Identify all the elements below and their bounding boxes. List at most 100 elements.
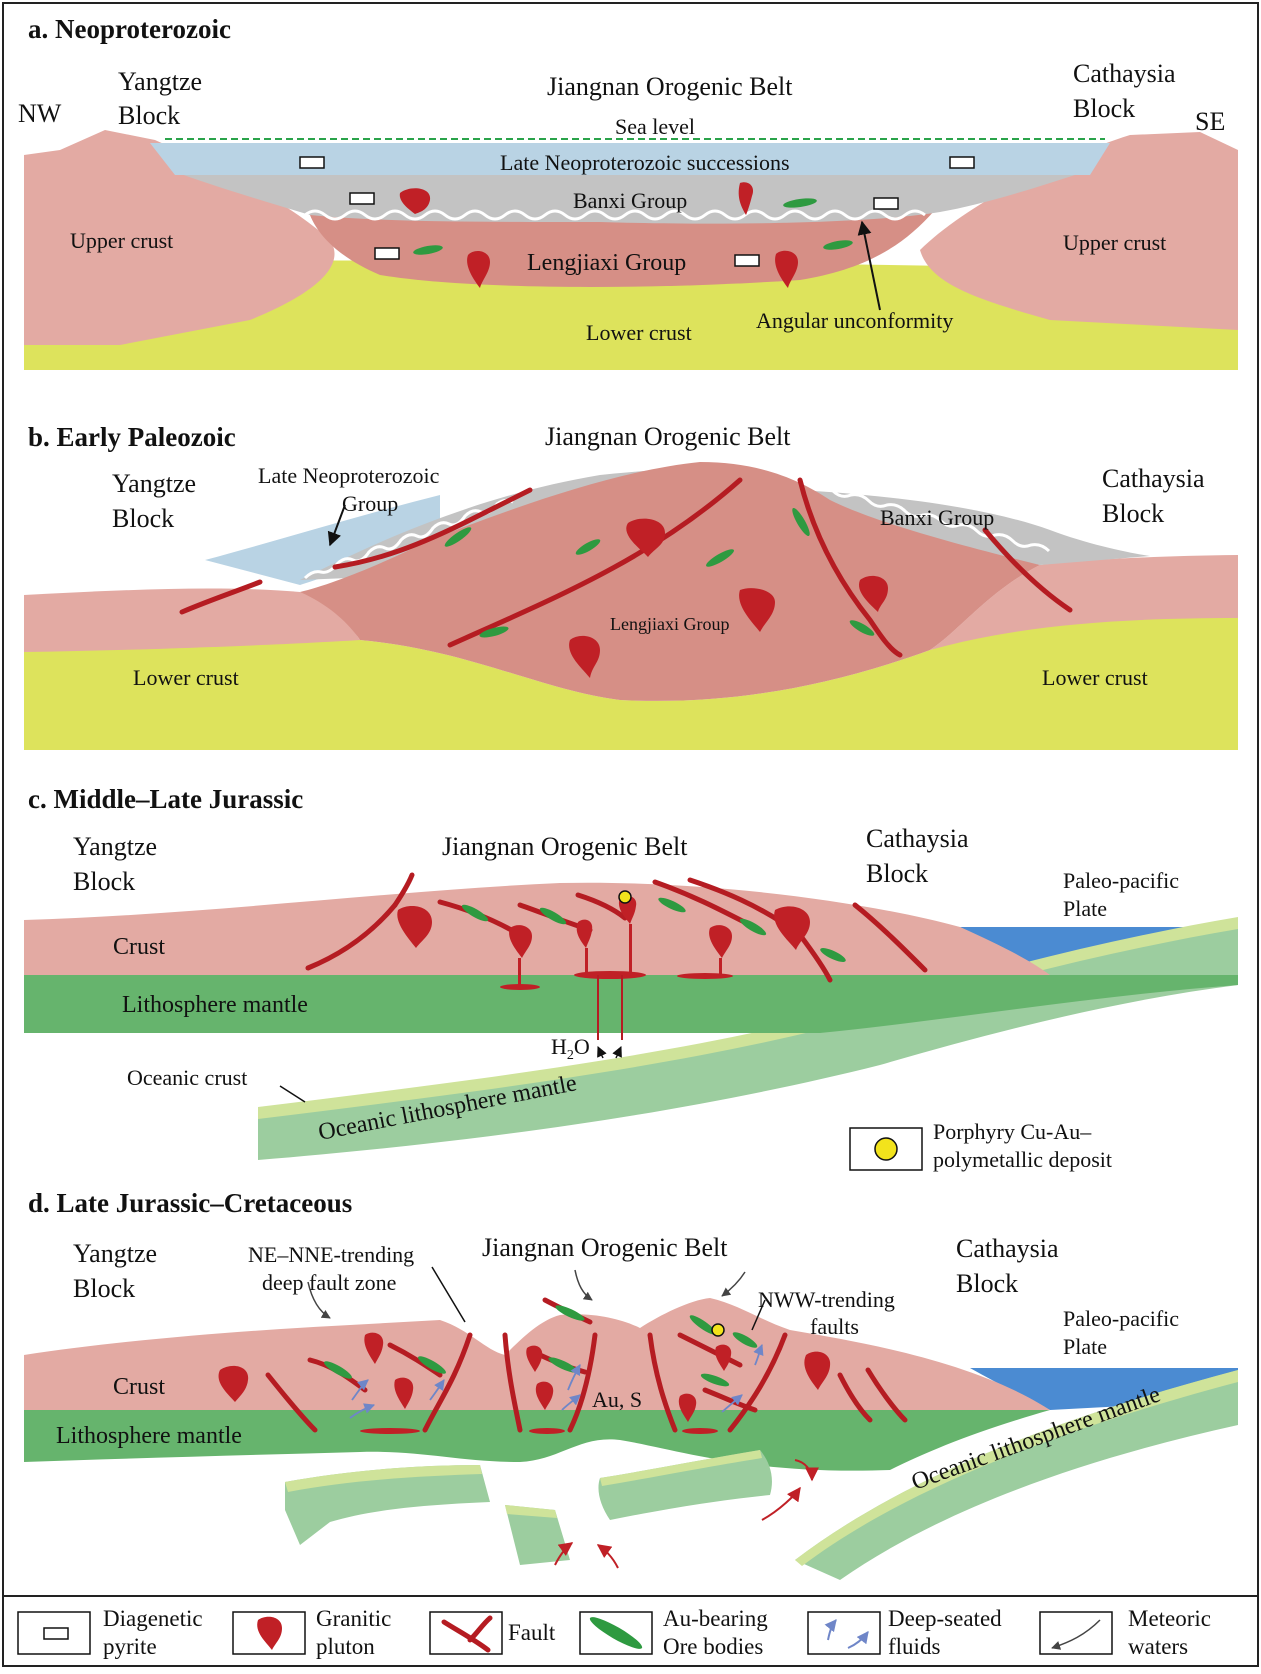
upwelling-arrow — [598, 1545, 618, 1568]
oceanic-crust-leader — [280, 1086, 305, 1102]
yangtze-label-1: Yangtze — [73, 832, 157, 861]
meteoric-arrow — [722, 1272, 745, 1296]
legend-label-5a: Deep-seated — [888, 1606, 1002, 1631]
pluton-stem — [585, 948, 588, 975]
banxi-label: Banxi Group — [573, 188, 687, 213]
h2o-arrow — [616, 1047, 621, 1058]
legend-label-6b: waters — [1128, 1634, 1188, 1659]
legend-label-6a: Meteoric — [1128, 1606, 1211, 1631]
belt-label: Jiangnan Orogenic Belt — [545, 422, 791, 451]
pluton-stem — [629, 924, 632, 974]
magma-pool — [574, 971, 646, 979]
panel-b-title: b. Early Paleozoic — [28, 422, 236, 452]
legend-label-4b: Ore bodies — [663, 1634, 763, 1659]
legend-label-2b: pluton — [316, 1634, 375, 1659]
legend-label-3a: Fault — [508, 1620, 556, 1645]
se-label: SE — [1195, 107, 1225, 136]
late-neo-label-2: Group — [342, 491, 398, 516]
yangtze-label-2: Block — [73, 867, 135, 896]
yangtze-label-1: Yangtze — [112, 469, 196, 498]
oceanic-crust-label: Oceanic crust — [127, 1065, 247, 1090]
cathaysia-label-2: Block — [1102, 499, 1164, 528]
fault-zone-leader — [432, 1267, 465, 1322]
cathaysia-label-1: Cathaysia — [1102, 464, 1205, 493]
legend-label-4a: Au-bearing — [663, 1606, 768, 1631]
magma-pool — [529, 1428, 565, 1434]
plate-label-2: Plate — [1063, 896, 1107, 921]
pluton-stem — [518, 958, 521, 985]
legend-label-2a: Granitic — [316, 1606, 391, 1631]
belt-label: Jiangnan Orogenic Belt — [482, 1233, 728, 1262]
lith-mantle-label: Lithosphere mantle — [122, 992, 308, 1018]
unconformity-label: Angular unconformity — [756, 308, 953, 333]
sea-level-label: Sea level — [615, 114, 695, 139]
plate-label-2: Plate — [1063, 1334, 1107, 1359]
legend-label-5b: fluids — [888, 1634, 940, 1659]
pyrite-icon — [375, 248, 399, 259]
panel-c: c. Middle–Late Jurassic — [24, 784, 1238, 1172]
cathaysia-label-1: Cathaysia — [1073, 59, 1176, 88]
belt-label: Jiangnan Orogenic Belt — [442, 832, 688, 861]
cathaysia-label-1: Cathaysia — [866, 824, 969, 853]
fault-zone-label-1: NE–NNE-trending — [248, 1242, 414, 1267]
pyrite-icon — [350, 193, 374, 204]
legend-swatch — [808, 1612, 880, 1654]
lower-crust-left-label: Lower crust — [133, 665, 239, 690]
pyrite-icon — [44, 1628, 68, 1639]
panel-b: b. Early Paleozoic — [24, 422, 1238, 750]
deposit-icon — [619, 891, 631, 903]
legend-label-1b: pyrite — [103, 1634, 157, 1659]
fault-zone-label-2: deep fault zone — [262, 1270, 396, 1295]
h2o-label: H2O — [551, 1034, 590, 1063]
cathaysia-label-2: Block — [1073, 94, 1135, 123]
deposit-icon — [712, 1324, 724, 1336]
panel-d-title: d. Late Jurassic–Cretaceous — [28, 1188, 352, 1218]
banxi-label: Banxi Group — [880, 505, 994, 530]
pyrite-icon — [950, 157, 974, 168]
yangtze-label-2: Block — [112, 504, 174, 533]
upper-crust-right-label: Upper crust — [1063, 230, 1166, 255]
pyrite-icon — [874, 198, 898, 209]
upper-crust-left — [24, 589, 360, 652]
yangtze-label-1: Yangtze — [118, 67, 202, 96]
nww-label-2: faults — [810, 1314, 859, 1339]
lith-mantle-label: Lithosphere mantle — [56, 1423, 242, 1449]
plate-label-1: Paleo-pacific — [1063, 1306, 1179, 1331]
porphyry-label-2: polymetallic deposit — [933, 1147, 1112, 1172]
h2o-arrow — [598, 1047, 603, 1058]
nw-label: NW — [18, 99, 62, 128]
yangtze-label-1: Yangtze — [73, 1239, 157, 1268]
nww-label-1: NWW-trending — [758, 1287, 895, 1312]
plate-label-1: Paleo-pacific — [1063, 868, 1179, 893]
crust-label: Crust — [113, 1374, 165, 1400]
meteoric-arrow — [575, 1270, 592, 1300]
late-neo-label-1: Late Neoproterozoic — [258, 463, 440, 488]
legend-label-1a: Diagenetic — [103, 1606, 203, 1631]
panel-d: d. Late Jurassic–Cretaceous — [24, 1188, 1238, 1580]
legend: Diagenetic pyrite Granitic pluton Fault … — [3, 1596, 1258, 1659]
crust-label: Crust — [113, 934, 165, 960]
yangtze-label-2: Block — [73, 1274, 135, 1303]
late-neo-label: Late Neoproterozoic successions — [500, 150, 790, 175]
panel-a-title: a. Neoproterozoic — [28, 14, 231, 44]
magma-pool — [360, 1428, 420, 1434]
magma-pool — [682, 1428, 718, 1434]
pluton-stem — [719, 958, 722, 975]
au-s-label: Au, S — [592, 1387, 642, 1412]
pyrite-icon — [300, 157, 324, 168]
legend-swatch — [1040, 1612, 1112, 1654]
cathaysia-label-1: Cathaysia — [956, 1234, 1059, 1263]
deposit-icon — [875, 1138, 897, 1160]
lengjiaxi-label: Lengjiaxi Group — [527, 250, 686, 276]
magma-pool — [500, 984, 540, 990]
yangtze-label-2: Block — [118, 101, 180, 130]
lower-crust-label: Lower crust — [586, 320, 692, 345]
panel-c-title: c. Middle–Late Jurassic — [28, 784, 303, 814]
porphyry-label-1: Porphyry Cu-Au– — [933, 1119, 1092, 1144]
pyrite-icon — [735, 255, 759, 266]
magma-pool — [677, 973, 733, 979]
panel-a: a. Neoproterozoic — [18, 14, 1238, 370]
lower-crust-right-label: Lower crust — [1042, 665, 1148, 690]
